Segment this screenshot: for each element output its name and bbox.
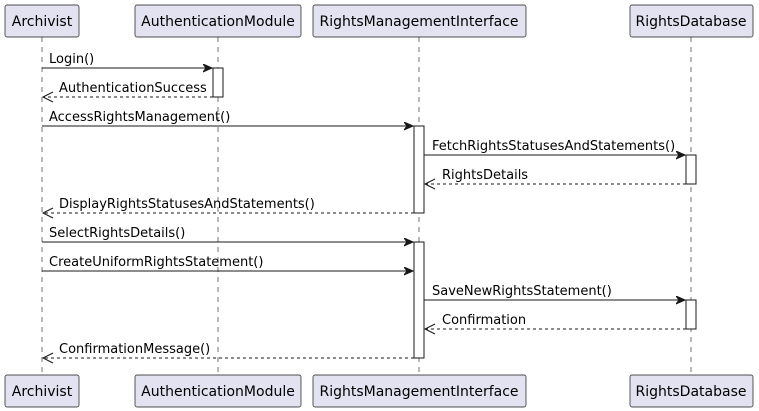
message-confirmation-message: ConfirmationMessage() [41, 342, 414, 364]
message-label: RightsDetails [442, 168, 528, 183]
participant-rights-management-interface-bottom: RightsManagementInterface [312, 374, 527, 408]
participant-label: RightsManagementInterface [319, 14, 518, 30]
message-confirmation: Confirmation [423, 313, 686, 335]
participant-rights-database-bottom: RightsDatabase [629, 374, 754, 408]
message-authentication-success: AuthenticationSuccess [41, 81, 213, 103]
message-display-rights: DisplayRightsStatusesAndStatements() [41, 197, 414, 219]
participants-bottom: Archivist AuthenticationModule RightsMan… [4, 374, 754, 408]
message-create-uniform-rights-statement: CreateUniformRightsStatement() [42, 255, 413, 271]
message-rights-details: RightsDetails [423, 168, 686, 190]
message-label: Login() [49, 52, 94, 67]
participant-archivist-top: Archivist [4, 4, 80, 38]
message-label: SaveNewRightsStatement() [432, 284, 612, 299]
message-label: FetchRightsStatusesAndStatements() [432, 139, 675, 154]
message-fetch-rights: FetchRightsStatusesAndStatements() [424, 139, 685, 155]
participant-label: AuthenticationModule [141, 14, 295, 30]
participant-authentication-module-top: AuthenticationModule [134, 4, 302, 38]
activation-db-2 [685, 299, 697, 330]
message-label: SelectRightsDetails() [49, 226, 185, 241]
participant-label: RightsDatabase [636, 384, 747, 400]
message-label: ConfirmationMessage() [59, 342, 210, 357]
message-select-rights-details: SelectRightsDetails() [42, 226, 413, 242]
message-access-rights-management: AccessRightsManagement() [42, 110, 413, 126]
activation-rmi-2 [413, 241, 425, 359]
participant-rights-database-top: RightsDatabase [629, 4, 754, 38]
message-label: Confirmation [442, 313, 526, 328]
message-label: DisplayRightsStatusesAndStatements() [59, 197, 315, 212]
participant-authentication-module-bottom: AuthenticationModule [134, 374, 302, 408]
message-login: Login() [42, 52, 212, 68]
message-label: AuthenticationSuccess [59, 81, 207, 96]
participant-label: Archivist [12, 14, 73, 30]
message-label: CreateUniformRightsStatement() [49, 255, 263, 270]
participant-archivist-bottom: Archivist [4, 374, 80, 408]
participant-label: AuthenticationModule [141, 384, 295, 400]
messages: Login() AuthenticationSuccess AccessRigh… [41, 52, 686, 364]
participants-top: Archivist AuthenticationModule RightsMan… [4, 4, 754, 38]
activation-db-1 [685, 154, 697, 185]
activation-auth-1 [212, 67, 224, 98]
activations [212, 67, 697, 359]
message-save-new-rights-statement: SaveNewRightsStatement() [424, 284, 685, 300]
message-label: AccessRightsManagement() [49, 110, 230, 125]
participant-label: Archivist [12, 384, 73, 400]
activation-rmi-1 [413, 125, 425, 214]
participant-rights-management-interface-top: RightsManagementInterface [312, 4, 527, 38]
participant-label: RightsDatabase [636, 14, 747, 30]
participant-label: RightsManagementInterface [319, 384, 518, 400]
